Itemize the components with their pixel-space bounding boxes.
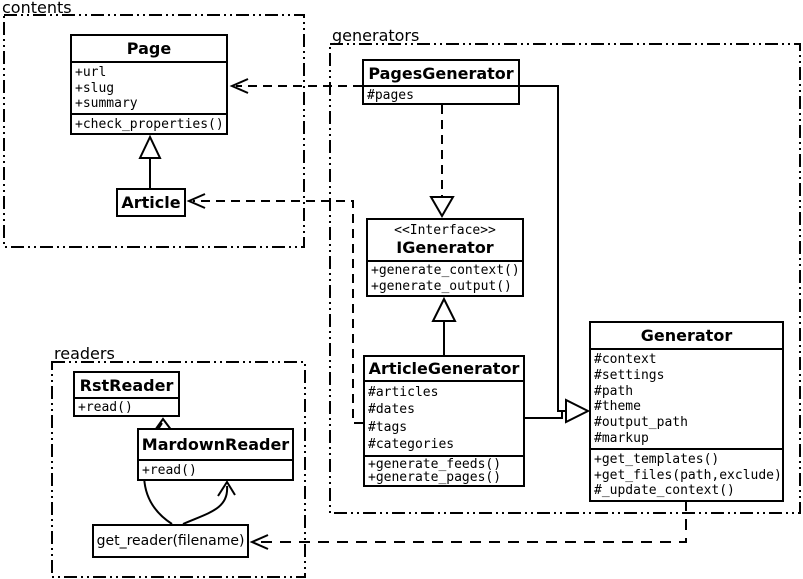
class-igenerator-methods: +generate_context() +generate_output(): [368, 260, 522, 295]
class-igenerator-header: <<Interface>> IGenerator: [368, 220, 522, 260]
class-articlegenerator-attributes: #articles #dates #tags #categories: [365, 380, 523, 455]
method: +get_files(path,exclude): [594, 467, 782, 483]
class-pagesgenerator: PagesGenerator #pages: [362, 59, 520, 105]
contents-package-label: contents: [2, 0, 72, 17]
pagesgenerator-to-igenerator-realization-arrowhead: [429, 196, 455, 218]
attribute: #output_path: [594, 415, 688, 431]
class-rstreader-title: RstReader: [79, 375, 174, 395]
class-articlegenerator: ArticleGenerator #articles #dates #tags …: [363, 355, 525, 487]
class-page-methods: +check_properties(): [72, 113, 226, 133]
readers-package-label: readers: [54, 344, 115, 363]
articlegenerator-to-article-dependency-arrowhead: [186, 193, 206, 209]
class-pagesgenerator-title: PagesGenerator: [368, 63, 514, 83]
pagesgenerator-to-page-dependency-arrowhead: [229, 78, 249, 94]
getreader-to-mardownreader-arrowhead: [217, 480, 236, 497]
class-igenerator: <<Interface>> IGenerator +generate_conte…: [366, 218, 524, 297]
class-pagesgenerator-attributes: #pages: [364, 85, 518, 103]
class-generator-title: Generator: [640, 326, 733, 345]
method: +read(): [142, 462, 197, 478]
getreader-function-box: get_reader(filename): [92, 524, 249, 558]
attribute: #dates: [368, 402, 415, 418]
class-page-title: Page: [126, 39, 172, 58]
generator-generalization-arrowhead: [565, 398, 591, 424]
class-page: Page +url +slug +summary +check_properti…: [70, 34, 228, 135]
pagesgenerator-to-generator-generalization-line: [520, 85, 566, 412]
attribute: #theme: [594, 399, 641, 415]
attribute: #markup: [594, 431, 649, 447]
class-articlegenerator-methods: +generate_feeds() +generate_pages(): [365, 455, 523, 485]
article-to-page-generalization-arrowhead: [138, 134, 162, 159]
generators-package-frame: [329, 43, 801, 514]
attribute: #categories: [368, 436, 455, 452]
attribute: #settings: [594, 367, 665, 383]
class-generator: Generator #context #settings #path #them…: [589, 321, 784, 502]
attribute: #tags: [368, 419, 408, 435]
method: +generate_output(): [371, 278, 512, 294]
class-article-title: Article: [121, 193, 181, 212]
method: +read(): [78, 399, 133, 415]
generator-to-getreader-dependency-line: [258, 500, 687, 543]
getreader-to-mardownreader-arrow-line: [182, 485, 229, 525]
method: +check_properties(): [75, 116, 224, 132]
attribute: #pages: [367, 87, 414, 103]
articlegenerator-to-article-dependency-line: [193, 200, 363, 424]
attribute: +slug: [75, 80, 115, 96]
class-rstreader-methods: +read(): [75, 397, 178, 415]
class-mardownreader: MardownReader +read(): [137, 428, 294, 481]
contents-package-frame: [3, 14, 305, 248]
class-generator-methods: +get_templates() +get_files(path,exclude…: [591, 448, 782, 500]
attribute: #context: [594, 351, 657, 367]
class-generator-attributes: #context #settings #path #theme #output_…: [591, 348, 782, 448]
method: +generate_pages(): [368, 470, 502, 485]
attribute: #articles: [368, 385, 439, 401]
class-rstreader: RstReader +read(): [73, 371, 180, 417]
class-igenerator-title: IGenerator: [396, 237, 494, 257]
method: +generate_feeds(): [368, 456, 502, 472]
method: #_update_context(): [594, 483, 735, 499]
class-mardownreader-methods: +read(): [139, 459, 292, 479]
class-page-attributes: +url +slug +summary: [72, 61, 226, 113]
readers-package-frame: [51, 361, 306, 578]
articlegenerator-to-generator-generalization-line: [525, 411, 563, 419]
getreader-function-label: get_reader(filename): [96, 533, 245, 549]
attribute: #path: [594, 383, 634, 399]
class-articlegenerator-title: ArticleGenerator: [368, 359, 520, 378]
attribute: +url: [75, 64, 107, 80]
articlegenerator-to-igenerator-generalization-arrowhead: [431, 296, 457, 322]
class-mardownreader-title: MardownReader: [141, 435, 290, 454]
interface-stereotype: <<Interface>>: [394, 223, 496, 238]
generators-package-label: generators: [332, 26, 420, 45]
class-article: Article: [116, 188, 186, 217]
generator-to-getreader-dependency-arrowhead: [249, 534, 269, 550]
attribute: +summary: [75, 96, 138, 112]
method: +get_templates(): [594, 451, 720, 467]
method: +generate_context(): [371, 263, 520, 279]
